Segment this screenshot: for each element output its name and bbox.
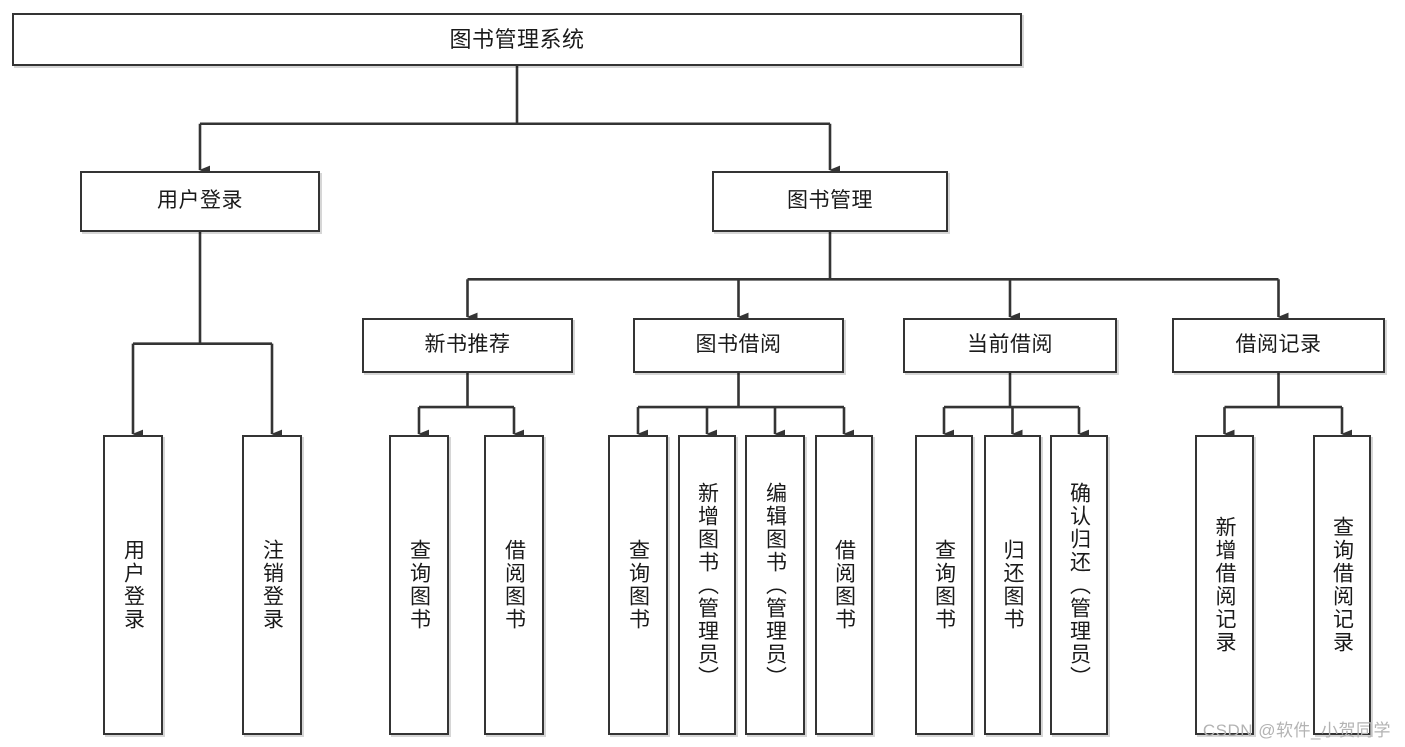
- node-label: 查询图书: [407, 539, 431, 631]
- node-book-borrow[interactable]: 图书借阅: [633, 318, 844, 373]
- node-label: 图书借阅: [695, 333, 782, 357]
- node-leaf-11[interactable]: 确认归还（管理员）: [1050, 435, 1108, 735]
- node-label: 图书管理: [787, 189, 873, 213]
- node-label: 查询图书: [932, 539, 956, 631]
- node-label: 用户登录: [121, 539, 145, 631]
- node-label: 新书推荐: [424, 333, 511, 357]
- node-label: 编辑图书（管理员）: [763, 481, 787, 689]
- node-leaf-2[interactable]: 注销登录: [242, 435, 302, 735]
- node-leaf-9[interactable]: 查询图书: [915, 435, 973, 735]
- node-label: 图书管理系统: [449, 26, 585, 52]
- node-label: 新增借阅记录: [1213, 516, 1236, 654]
- node-label: 借阅图书: [832, 539, 856, 631]
- node-root[interactable]: 图书管理系统: [12, 13, 1022, 66]
- node-leaf-13[interactable]: 查询借阅记录: [1313, 435, 1371, 735]
- node-user-login[interactable]: 用户登录: [80, 171, 320, 232]
- node-leaf-3[interactable]: 查询图书: [389, 435, 449, 735]
- node-label: 确认归还（管理员）: [1067, 481, 1091, 689]
- node-label: 借阅图书: [502, 539, 526, 631]
- node-leaf-6[interactable]: 新增图书（管理员）: [678, 435, 736, 735]
- node-borrow-record[interactable]: 借阅记录: [1172, 318, 1385, 373]
- node-label: 查询图书: [626, 539, 650, 631]
- node-current-borrow[interactable]: 当前借阅: [903, 318, 1117, 373]
- node-label: 用户登录: [157, 189, 243, 213]
- node-label: 注销登录: [260, 539, 284, 631]
- node-label: 查询借阅记录: [1330, 516, 1354, 654]
- node-label: 新增图书（管理员）: [695, 481, 719, 689]
- node-new-book-rec[interactable]: 新书推荐: [362, 318, 573, 373]
- node-leaf-10[interactable]: 归还图书: [984, 435, 1041, 735]
- node-leaf-4[interactable]: 借阅图书: [484, 435, 544, 735]
- node-leaf-7[interactable]: 编辑图书（管理员）: [745, 435, 805, 735]
- node-leaf-12[interactable]: 新增借阅记录: [1195, 435, 1254, 735]
- node-leaf-1[interactable]: 用户登录: [103, 435, 163, 735]
- node-leaf-5[interactable]: 查询图书: [608, 435, 668, 735]
- node-book-manage[interactable]: 图书管理: [712, 171, 948, 232]
- node-label: 借阅记录: [1235, 333, 1322, 357]
- node-label: 归还图书: [1001, 539, 1024, 631]
- node-label: 当前借阅: [967, 333, 1053, 357]
- node-leaf-8[interactable]: 借阅图书: [815, 435, 873, 735]
